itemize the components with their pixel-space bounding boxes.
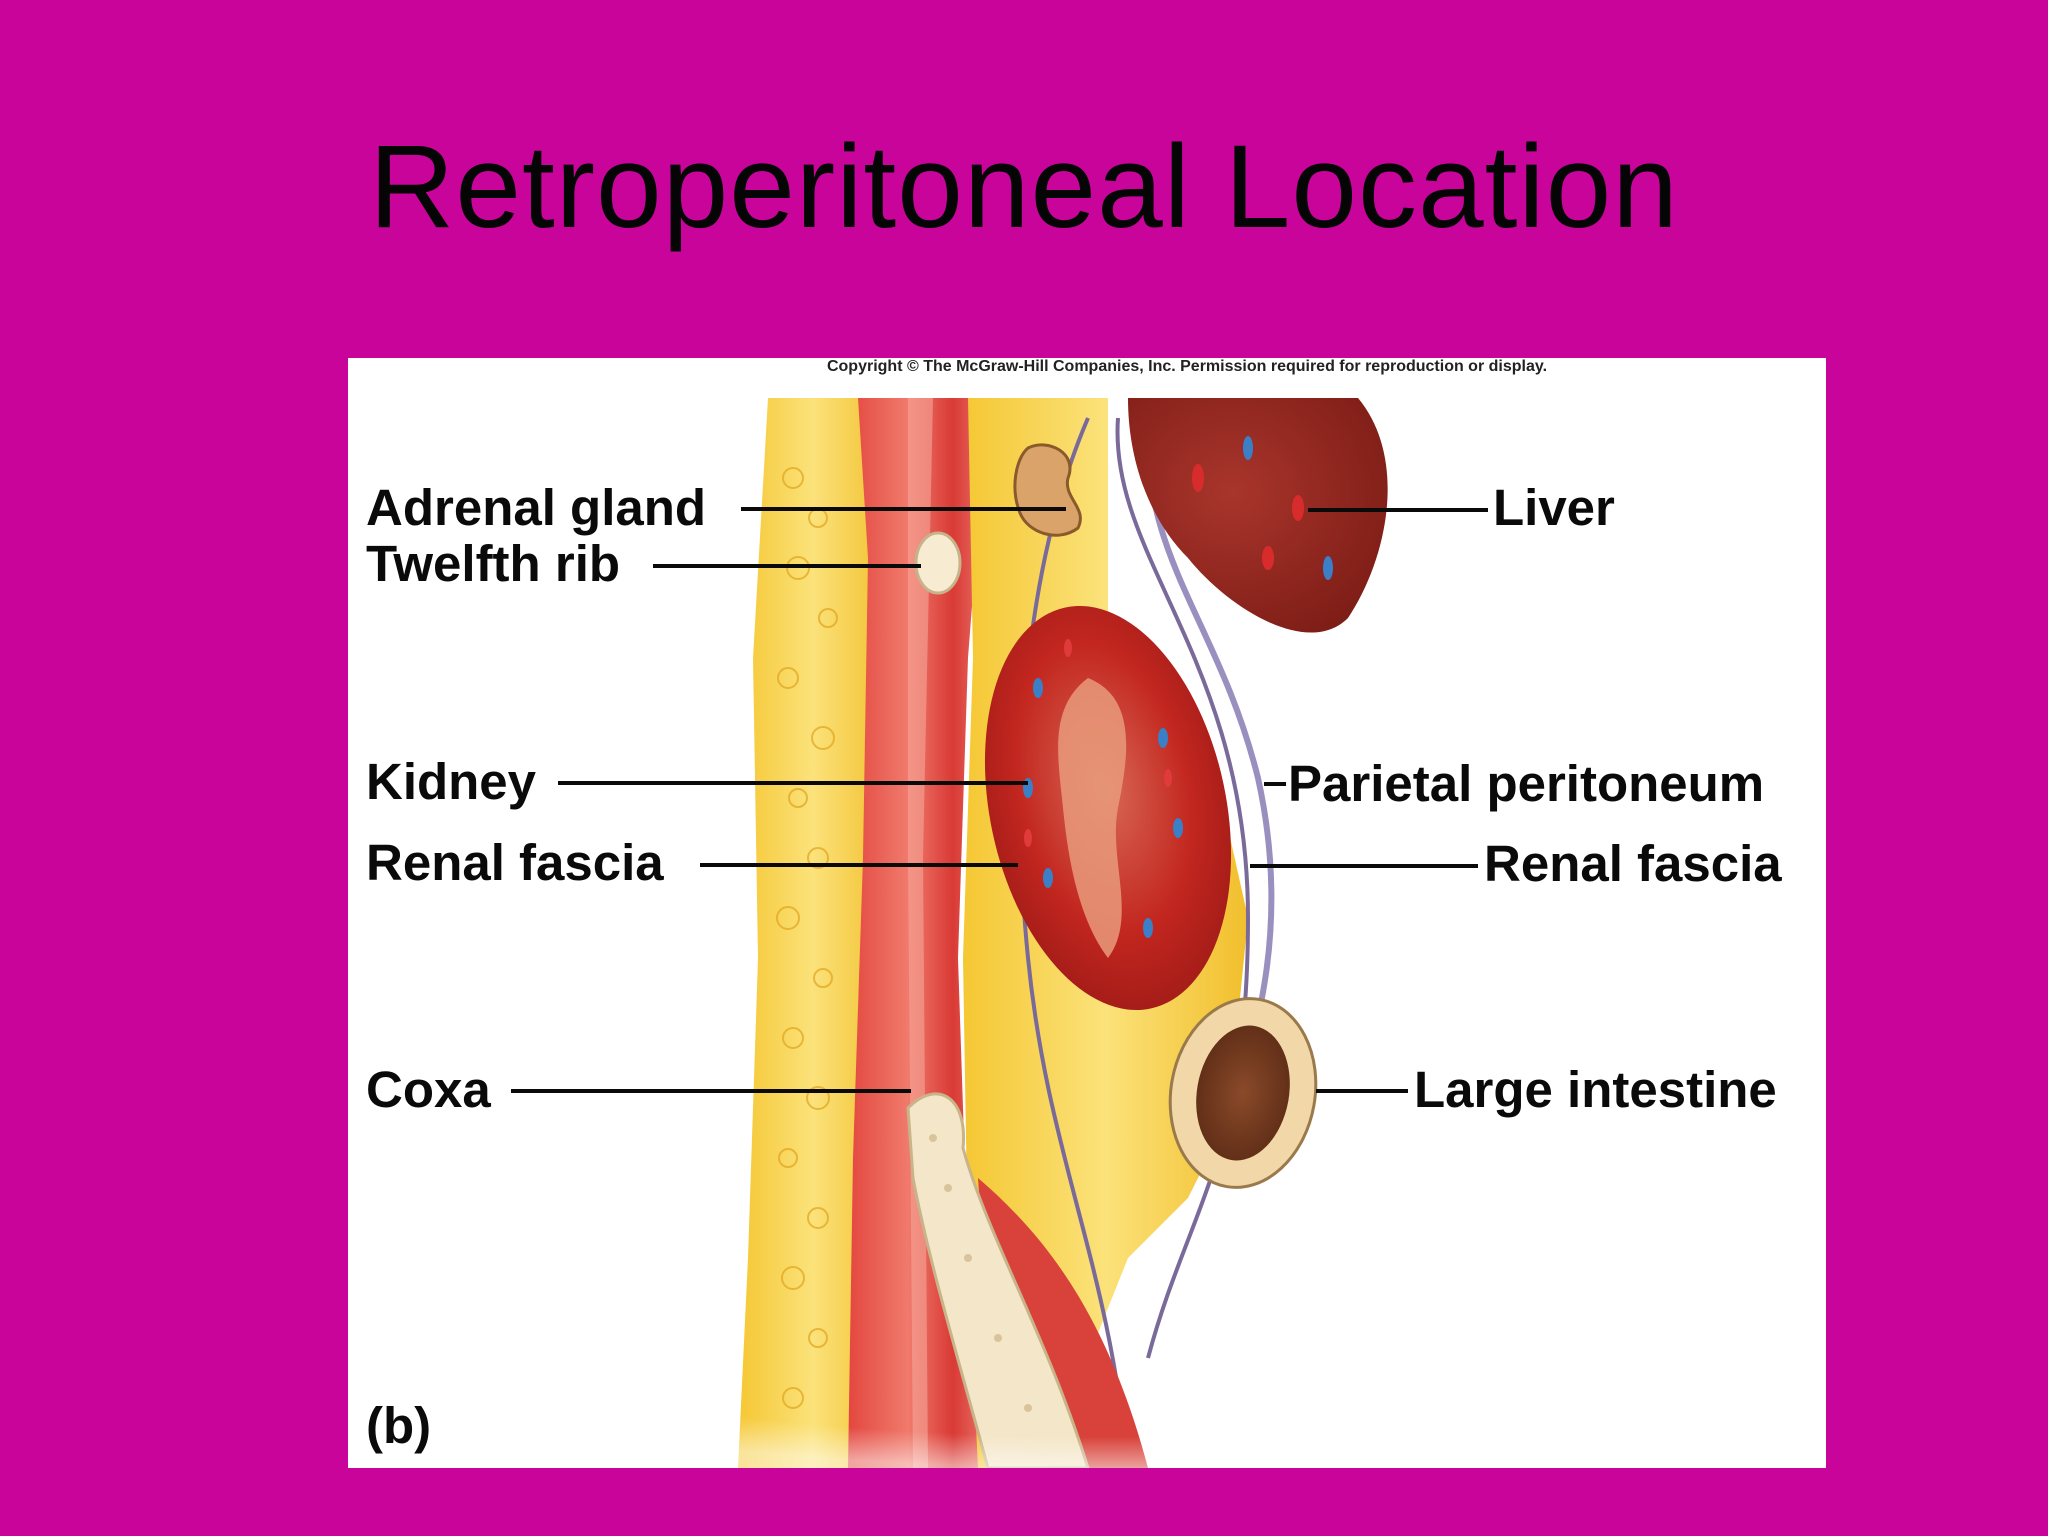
label-kidney: Kidney: [366, 753, 537, 810]
label-coxa: Coxa: [366, 1061, 491, 1118]
leader-renal-fascia-left: [700, 863, 1018, 867]
leader-adrenal-gland: [741, 507, 1066, 511]
label-liver: Liver: [1493, 479, 1615, 536]
retroperitoneal-illustration: [648, 398, 1548, 1468]
leader-kidney: [558, 781, 1028, 785]
label-renal-fascia-right: Renal fascia: [1484, 835, 1782, 892]
label-parietal-peritoneum: Parietal peritoneum: [1288, 755, 1765, 812]
leader-liver: [1308, 508, 1488, 512]
label-renal-fascia-left: Renal fascia: [366, 834, 664, 891]
label-large-intestine: Large intestine: [1414, 1061, 1777, 1118]
panel-letter: (b): [366, 1397, 432, 1454]
leader-renal-fascia-right: [1250, 864, 1478, 868]
label-twelfth-rib: Twelfth rib: [366, 535, 621, 592]
anatomy-figure: Copyright © The McGraw-Hill Companies, I…: [348, 358, 1826, 1468]
leader-parietal-peritoneum: [1264, 782, 1286, 786]
leader-large-intestine: [1316, 1089, 1408, 1093]
leader-coxa: [511, 1089, 911, 1093]
copyright-notice: Copyright © The McGraw-Hill Companies, I…: [826, 358, 1548, 375]
label-adrenal-gland: Adrenal gland: [366, 479, 707, 536]
slide-title: Retroperitoneal Location: [369, 121, 1679, 253]
leader-twelfth-rib: [653, 564, 921, 568]
